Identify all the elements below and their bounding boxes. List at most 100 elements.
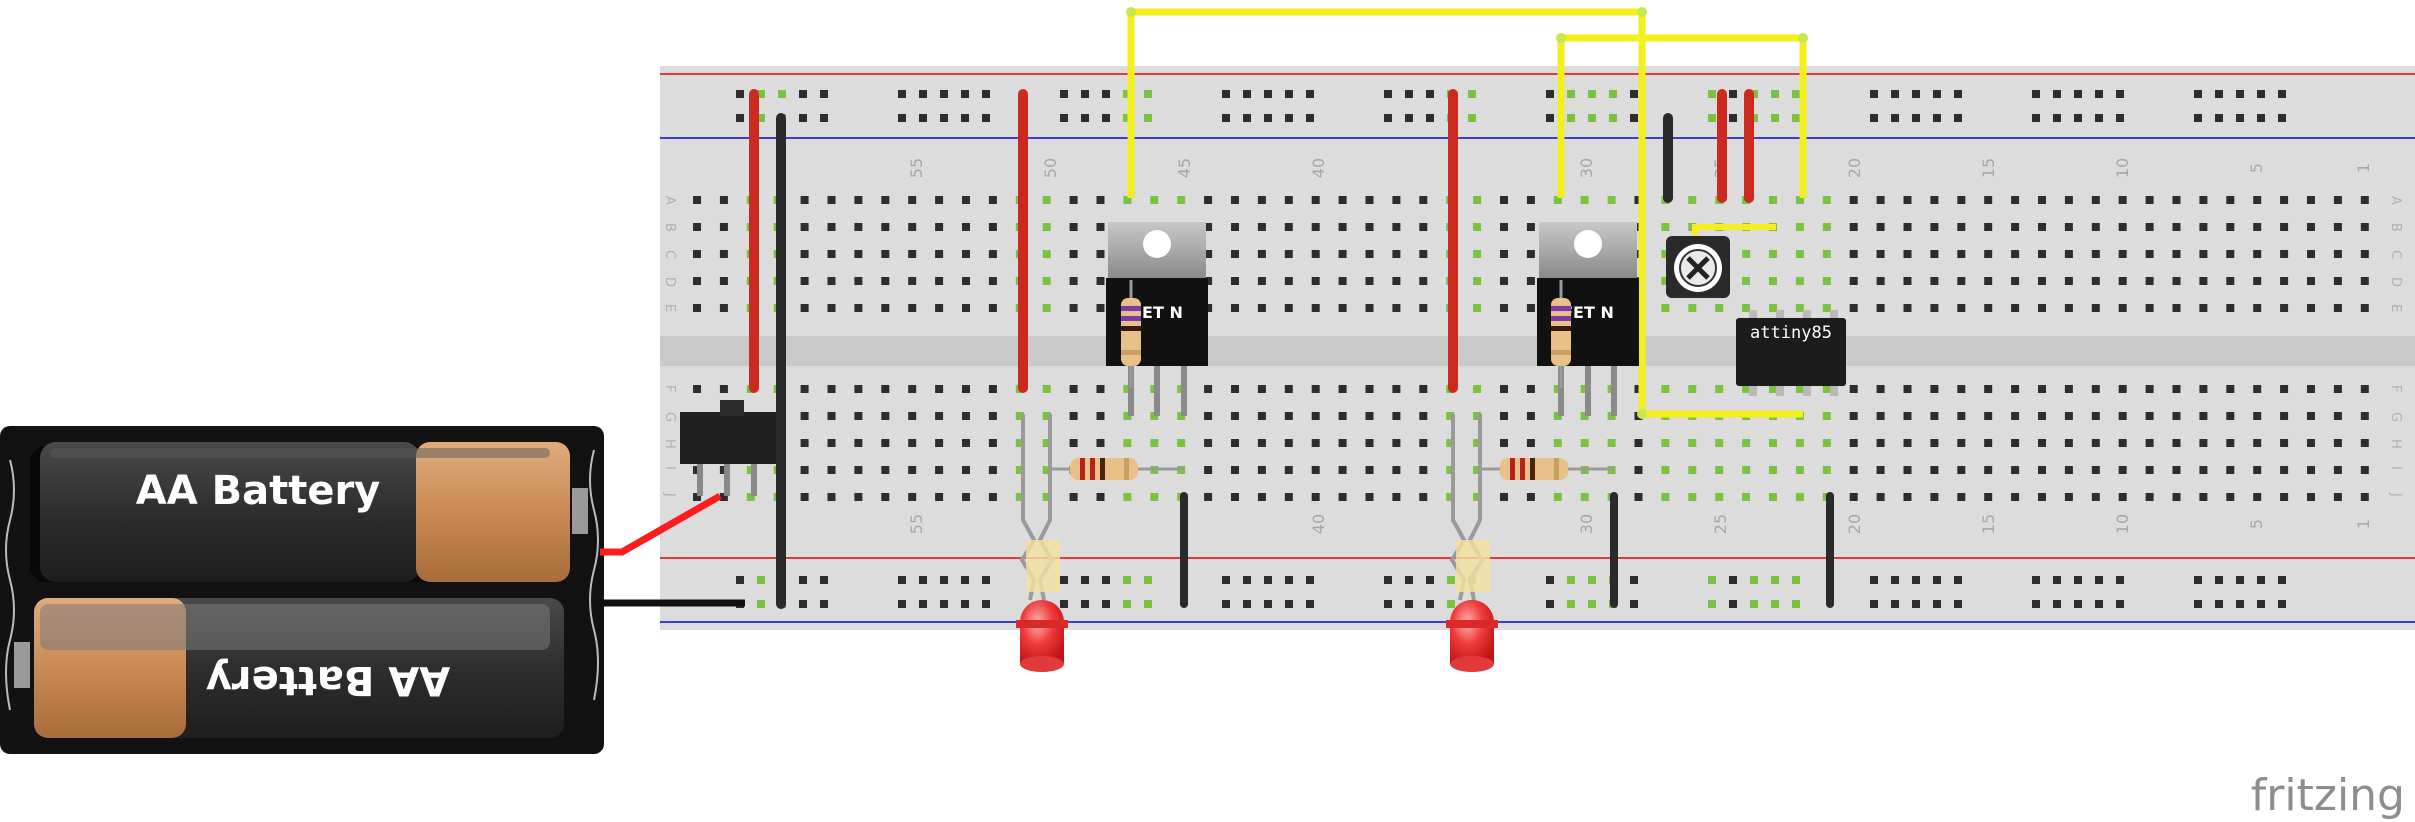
breadboard-hole — [1150, 493, 1159, 501]
breadboard-hole — [1405, 600, 1413, 608]
breadboard-hole — [1954, 576, 1962, 584]
breadboard-hole — [940, 90, 948, 98]
row-letter: G — [662, 412, 677, 422]
breadboard-hole — [1795, 385, 1804, 393]
breadboard-hole — [2172, 223, 2181, 231]
battery-pack[interactable]: AA Battery AA Battery — [0, 426, 604, 754]
breadboard-hole — [1795, 250, 1804, 258]
breadboard-hole — [1957, 385, 1966, 393]
breadboard-hole — [2360, 493, 2369, 501]
breadboard-hole — [2145, 385, 2154, 393]
breadboard-hole — [800, 223, 809, 231]
breadboard-hole — [1607, 196, 1616, 204]
breadboard-hole — [1903, 196, 1912, 204]
breadboard-hole — [2053, 576, 2061, 584]
breadboard-hole — [1634, 466, 1643, 474]
breadboard-hole — [2145, 304, 2154, 312]
breadboard-hole — [2095, 114, 2103, 122]
led-1[interactable] — [1016, 414, 1068, 672]
breadboard-hole — [1144, 576, 1152, 584]
breadboard-hole — [2074, 114, 2082, 122]
breadboard-hole — [1822, 250, 1831, 258]
breadboard-hole — [800, 304, 809, 312]
breadboard-hole — [2333, 466, 2342, 474]
breadboard-hole — [1473, 304, 1482, 312]
breadboard-hole — [940, 576, 948, 584]
chip-label: attiny85 — [1750, 323, 1832, 343]
breadboard-hole — [1096, 250, 1105, 258]
led-resistor-2[interactable] — [1480, 458, 1614, 480]
breadboard-hole — [2011, 385, 2020, 393]
breadboard-hole — [2091, 277, 2100, 285]
breadboard-hole — [1912, 600, 1920, 608]
breadboard-hole — [962, 493, 970, 501]
breadboard-hole — [693, 385, 701, 393]
led-resistor-1[interactable] — [1050, 458, 1184, 480]
breadboard-hole — [1933, 576, 1941, 584]
breadboard-hole — [1729, 576, 1737, 584]
breadboard-hole — [1123, 114, 1131, 122]
breadboard-hole — [988, 277, 997, 285]
row-letter: H — [662, 439, 677, 449]
breadboard-hole — [1392, 250, 1401, 258]
breadboard-hole — [2253, 304, 2262, 312]
attiny85-chip[interactable]: attiny85 — [1736, 310, 1846, 396]
led-2-dome — [1450, 600, 1494, 664]
resistor-band — [1554, 458, 1559, 480]
breadboard-hole — [1204, 493, 1213, 501]
breadboard-hole — [2226, 385, 2235, 393]
battery-red-lead[interactable] — [600, 492, 722, 556]
breadboard-hole — [908, 493, 917, 501]
breadboard-hole — [1446, 493, 1455, 501]
breadboard-hole — [1015, 493, 1024, 501]
row-letter: H — [2388, 439, 2403, 449]
slide-switch[interactable] — [680, 400, 776, 496]
breadboard-hole — [746, 493, 755, 501]
breadboard-hole — [2194, 600, 2202, 608]
breadboard-hole — [2118, 385, 2127, 393]
breadboard-hole — [1365, 277, 1374, 285]
breadboard-hole — [2118, 196, 2127, 204]
breadboard-hole — [2280, 466, 2289, 474]
resistor-band — [1121, 350, 1141, 355]
breadboard-hole — [1204, 223, 1213, 231]
gate-resistor-2[interactable] — [1551, 280, 1571, 388]
led-1-base — [1020, 656, 1064, 672]
breadboard-hole — [2118, 439, 2127, 447]
breadboard-hole — [988, 304, 997, 312]
led-2[interactable] — [1446, 414, 1498, 672]
breadboard-hole — [2064, 385, 2073, 393]
breadboard-hole — [2333, 196, 2342, 204]
row-letter: B — [2388, 223, 2403, 232]
breadboard-hole — [2226, 493, 2235, 501]
breadboard-hole — [1096, 493, 1105, 501]
breadboard-hole — [2226, 304, 2235, 312]
breadboard-hole — [881, 196, 890, 204]
breadboard-hole — [1426, 600, 1434, 608]
breadboard-hole — [935, 439, 944, 447]
breadboard-hole — [1338, 466, 1347, 474]
breadboard-hole — [1903, 466, 1912, 474]
breadboard-hole — [1708, 576, 1716, 584]
battery-bottom-terminal — [14, 642, 30, 688]
breadboard-hole — [2280, 493, 2289, 501]
breadboard-hole — [2333, 223, 2342, 231]
battery-cell-top: AA Battery — [30, 442, 588, 582]
breadboard-hole — [908, 466, 917, 474]
breadboard-hole — [854, 493, 863, 501]
breadboard-hole — [1750, 600, 1758, 608]
potentiometer[interactable] — [1666, 236, 1730, 298]
breadboard-hole — [799, 600, 807, 608]
breadboard-hole — [757, 576, 765, 584]
breadboard-hole — [1473, 223, 1482, 231]
breadboard-hole — [2118, 493, 2127, 501]
breadboard-hole — [1849, 196, 1858, 204]
breadboard-hole — [1306, 576, 1314, 584]
breadboard-hole — [1769, 304, 1777, 312]
switch-actuator[interactable] — [720, 400, 744, 416]
signal-wire-2[interactable] — [1557, 34, 1807, 198]
breadboard-hole — [1222, 576, 1230, 584]
breadboard-hole — [1957, 277, 1966, 285]
breadboard-hole — [1447, 600, 1455, 608]
gate-resistor-1[interactable] — [1121, 280, 1141, 388]
